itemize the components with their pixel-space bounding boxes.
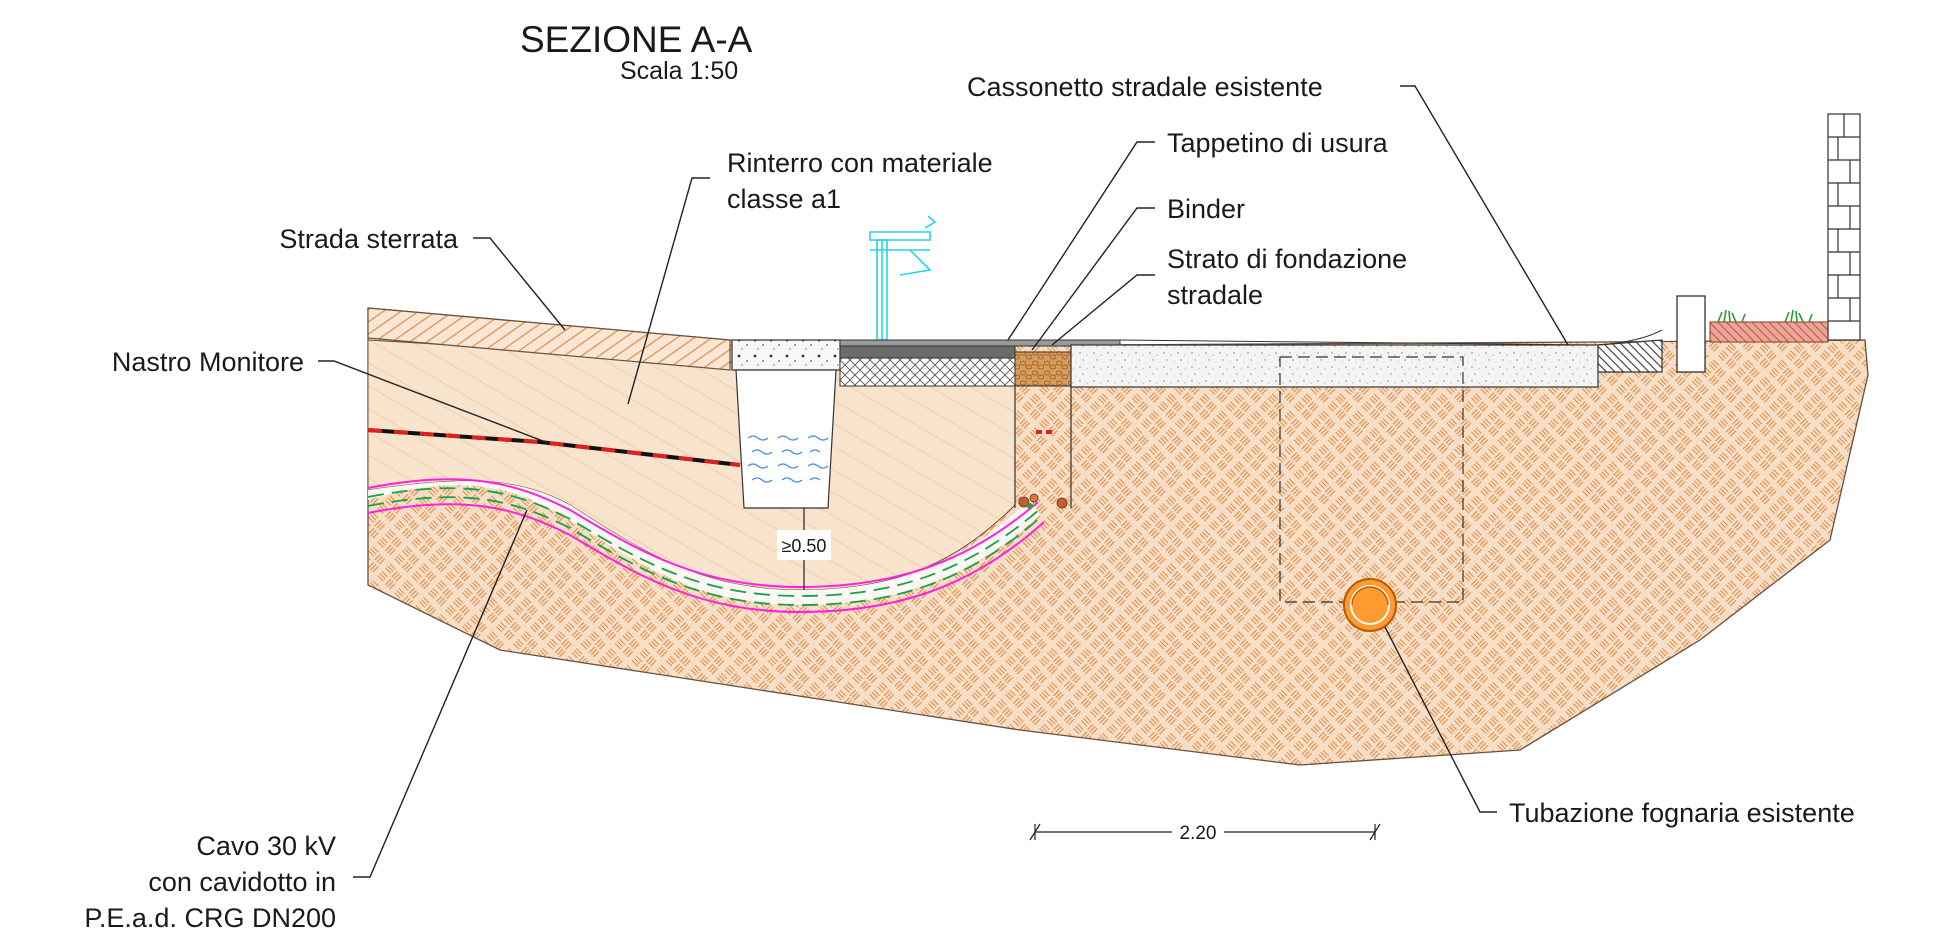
cable-core-2 [367,496,1043,606]
strada-sterrata-layer [367,307,731,371]
label-tubazione: Tubazione fognaria esistente [1509,798,1855,828]
width-dimension-box [1172,820,1224,844]
label-fondazione-1: Strato di fondazione [1167,244,1407,274]
gravel-top [1014,351,1072,387]
label-binder: Binder [1167,194,1245,224]
label-cavo-2: con cavidotto in [148,867,336,897]
leader-binder [1031,207,1155,351]
label-rinterro-1: Rinterro con materiale [727,148,993,178]
cassonetto-stradale [1070,344,1599,388]
cable-sheath-upper [367,478,1039,589]
cable-core-1 [367,487,1041,597]
nastro-monitore-tape-red [367,428,741,467]
label-tappetino: Tappetino di usura [1167,128,1389,158]
channel-cap [731,339,841,371]
curb-slope [1597,329,1663,346]
cassonetto-surface [1119,339,1599,346]
leader-fondazione [1051,274,1155,346]
bollard [1676,295,1706,373]
water-waves [747,435,829,483]
strato-fondazione-layer [839,357,1016,387]
cable-sheath-lower [367,503,1045,614]
leader-cavo [353,509,528,878]
trench-wall [1014,386,1072,508]
leader-nastro [318,360,549,444]
gravel-bottom [1018,493,1068,509]
cable-bed [368,481,1040,605]
drainage-channel [735,369,837,509]
sewer-pipe [1343,578,1397,632]
planting-strip [1709,321,1829,343]
binder-layer [839,345,1016,359]
section-title: SEZIONE A-A [520,19,753,60]
width-dimension-label: 2.20 [1180,823,1217,844]
depth-dimension-label: ≥0.50 [782,536,827,556]
section-scale: Scala 1:50 [620,57,738,85]
road-sign-pole [869,215,937,341]
leader-rinterro [627,177,710,405]
label-rinterro-2: classe a1 [727,184,841,214]
label-nastro-monitore: Nastro Monitore [112,347,304,377]
grass-tufts [1717,309,1813,323]
leader-tappetino [1007,141,1155,341]
label-strada-sterrata: Strada sterrata [279,224,459,254]
leader-tubazione [1384,626,1497,813]
brick-wall [1827,113,1861,341]
sewer-trench-outline [1279,356,1464,603]
label-cavo-3: P.E.a.d. CRG DN200 [84,903,336,933]
label-fondazione-2: stradale [1167,280,1263,310]
label-cavo-1: Cavo 30 kV [196,831,336,861]
label-cassonetto: Cassonetto stradale esistente [967,72,1323,102]
depth-dimension-box [777,530,831,560]
curb [1597,339,1663,373]
leader-strada [473,237,566,331]
leader-cassonetto [1400,85,1569,346]
